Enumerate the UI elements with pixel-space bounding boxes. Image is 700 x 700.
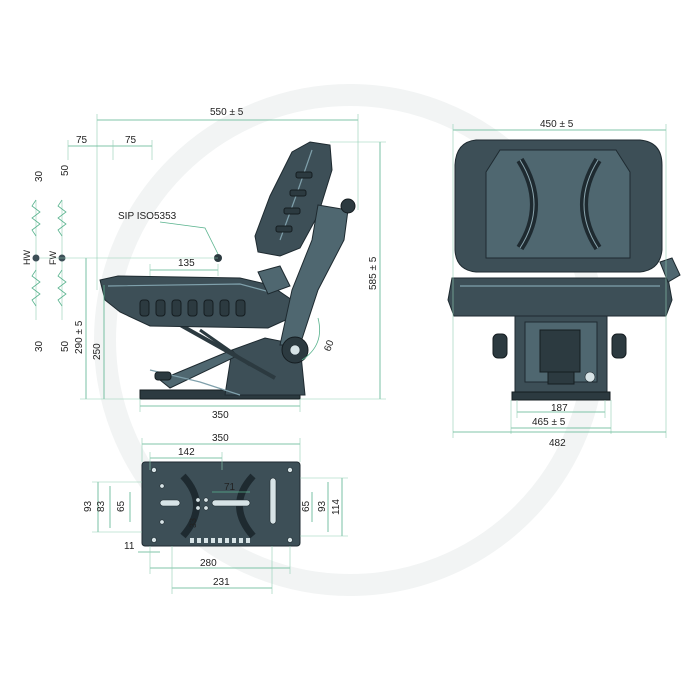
seat-width-label: 465 ± 5 (532, 417, 566, 428)
slot-right (269, 477, 277, 525)
h83-left-label: 83 (96, 500, 107, 512)
left-adjust-knob (492, 333, 508, 359)
h65-right-label: 65 (301, 500, 312, 512)
h65-left-label: 65 (116, 500, 127, 512)
slot-b-label: 33 (188, 518, 198, 528)
side-armrest-bracket (257, 265, 291, 295)
hw-point (32, 254, 40, 262)
base-width-label: 187 (551, 403, 568, 414)
overall-length-label: 550 ± 5 (210, 107, 244, 118)
side-lever-grip (154, 371, 172, 381)
side-scissor-link (159, 349, 238, 389)
side-recline-knob (340, 198, 356, 214)
fw-label: FW (48, 251, 58, 265)
mounting-holes (151, 467, 293, 543)
front-base (511, 391, 611, 401)
side-backrest (254, 141, 333, 257)
front-seat-cushion (447, 277, 673, 317)
side-dimensions: 550 ± 5 75 75 135 SIP ISO5353 585 ± 5 29… (67, 107, 386, 421)
slot-center (211, 499, 251, 507)
slot-length-label: 71 (224, 482, 236, 493)
offset-a-label: 75 (76, 135, 88, 146)
hw-label: HW (22, 250, 32, 265)
small-offset-label: 11 (124, 541, 135, 552)
hw-down-label: 30 (34, 340, 45, 352)
side-view (99, 141, 356, 400)
backrest-width-label: 450 ± 5 (540, 119, 574, 130)
offset-b-label: 75 (125, 135, 137, 146)
front-dimensions: 450 ± 5 187 465 ± 5 482 (452, 119, 667, 449)
seat-height-label: 250 (92, 343, 103, 360)
slot-left (159, 499, 181, 507)
base-dimensions: 350 142 71 33 93 83 65 65 93 114 11 (83, 433, 348, 594)
fw-up-label: 50 (60, 164, 71, 176)
h93-right-label: 93 (317, 500, 328, 512)
sip-label: SIP ISO5353 (118, 211, 177, 222)
fw-down-label: 50 (60, 340, 71, 352)
base-view (141, 461, 301, 547)
hw-up-label: 30 (34, 170, 45, 182)
hole-distance-label: 280 (200, 558, 217, 569)
right-adjust-knob (611, 333, 627, 359)
base-length-side-label: 350 (212, 410, 229, 421)
front-view (447, 139, 681, 401)
overall-height-label: 585 ± 5 (368, 256, 379, 290)
sip-offset-label: 135 (178, 258, 195, 269)
spring-indicators: HW FW 30 50 30 50 (22, 164, 80, 352)
rail-distance-label: 142 (178, 447, 195, 458)
hole-span-label: 231 (213, 577, 230, 588)
base-length-label: 350 (212, 433, 229, 444)
sip-leader (159, 221, 219, 255)
seat-height-adj-label: 290 ± 5 (74, 320, 85, 354)
backrest-angle-label: 60 (322, 338, 336, 353)
h114-right-label: 114 (331, 499, 342, 515)
h93-left-label: 93 (83, 500, 94, 512)
hole-row (190, 538, 250, 543)
overall-width-label: 482 (549, 438, 566, 449)
